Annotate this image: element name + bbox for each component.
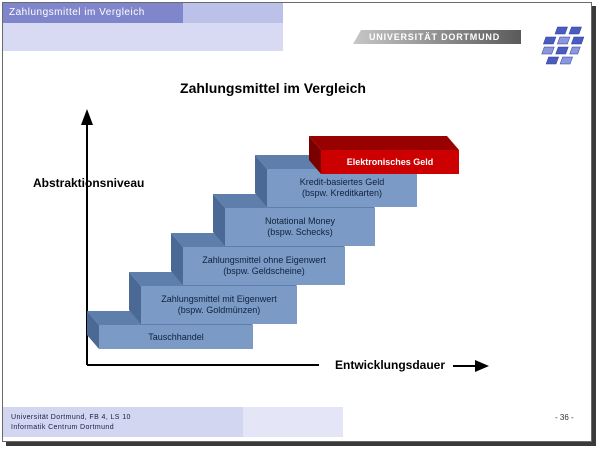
step-label-2-line1: Zahlungsmittel mit Eigenwert: [161, 294, 277, 304]
university-name: UNIVERSITÄT DORTMUND: [369, 32, 500, 42]
y-axis-arrow-icon: [81, 109, 93, 125]
header-band-dark: [3, 3, 223, 23]
footer-line-2: Informatik Centrum Dortmund: [11, 424, 114, 431]
slide: Zahlungsmittel im Vergleich UNIVERSITÄT …: [2, 2, 592, 442]
university-logo-icon: [541, 26, 585, 65]
step-label-2-line2: (bspw. Goldmünzen): [177, 305, 261, 315]
university-banner: [353, 30, 521, 44]
step-label-1: Tauschhandel: [99, 332, 253, 343]
step-label-2: Zahlungsmittel mit Eigenwert(bspw. Goldm…: [141, 294, 297, 316]
header-title: Zahlungsmittel im Vergleich: [9, 7, 145, 18]
y-axis-label: Abstraktionsniveau: [33, 176, 145, 190]
step-label-3-line2: (bspw. Geldscheine): [223, 266, 305, 276]
staircase-diagram: [81, 109, 489, 372]
footer-line-1: Universität Dortmund, FB 4, LS 10: [11, 414, 131, 421]
step-label-3: Zahlungsmittel ohne Eigenwert(bspw. Geld…: [183, 255, 345, 277]
steps-group: [87, 136, 459, 349]
header-band-light: [3, 23, 283, 51]
step-label-5-line2: (bspw. Kreditkarten): [301, 188, 383, 198]
x-axis-label: Entwicklungsdauer: [335, 358, 446, 372]
footer-band-light: [3, 407, 243, 437]
footer-band: Universität Dortmund, FB 4, LS 10 Inform…: [3, 407, 591, 441]
header-band: Zahlungsmittel im Vergleich: [3, 3, 591, 51]
slide-title: Zahlungsmittel im Vergleich: [180, 80, 366, 96]
step-label-3-line1: Zahlungsmittel ohne Eigenwert: [202, 255, 326, 265]
step-label-1-line1: Tauschhandel: [148, 331, 204, 342]
step-label-6-line1: Elektronisches Geld: [346, 156, 434, 167]
step-label-5: Kredit-basiertes Geld(bspw. Kreditkarten…: [267, 177, 417, 199]
step-label-5-line1: Kredit-basiertes Geld: [299, 177, 385, 187]
step-label-4: Notational Money(bspw. Schecks): [225, 216, 375, 238]
step-label-6: Elektronisches Geld: [321, 157, 459, 168]
footer-band-lighter: [243, 407, 343, 437]
step-label-4-line2: (bspw. Schecks): [267, 227, 333, 237]
step-label-4-line1: Notational Money: [264, 216, 336, 226]
x-axis-arrow-icon: [475, 360, 489, 372]
page-number: - 36 -: [555, 413, 574, 422]
header-band-mid: [183, 3, 283, 23]
step-block-6: [309, 136, 459, 174]
